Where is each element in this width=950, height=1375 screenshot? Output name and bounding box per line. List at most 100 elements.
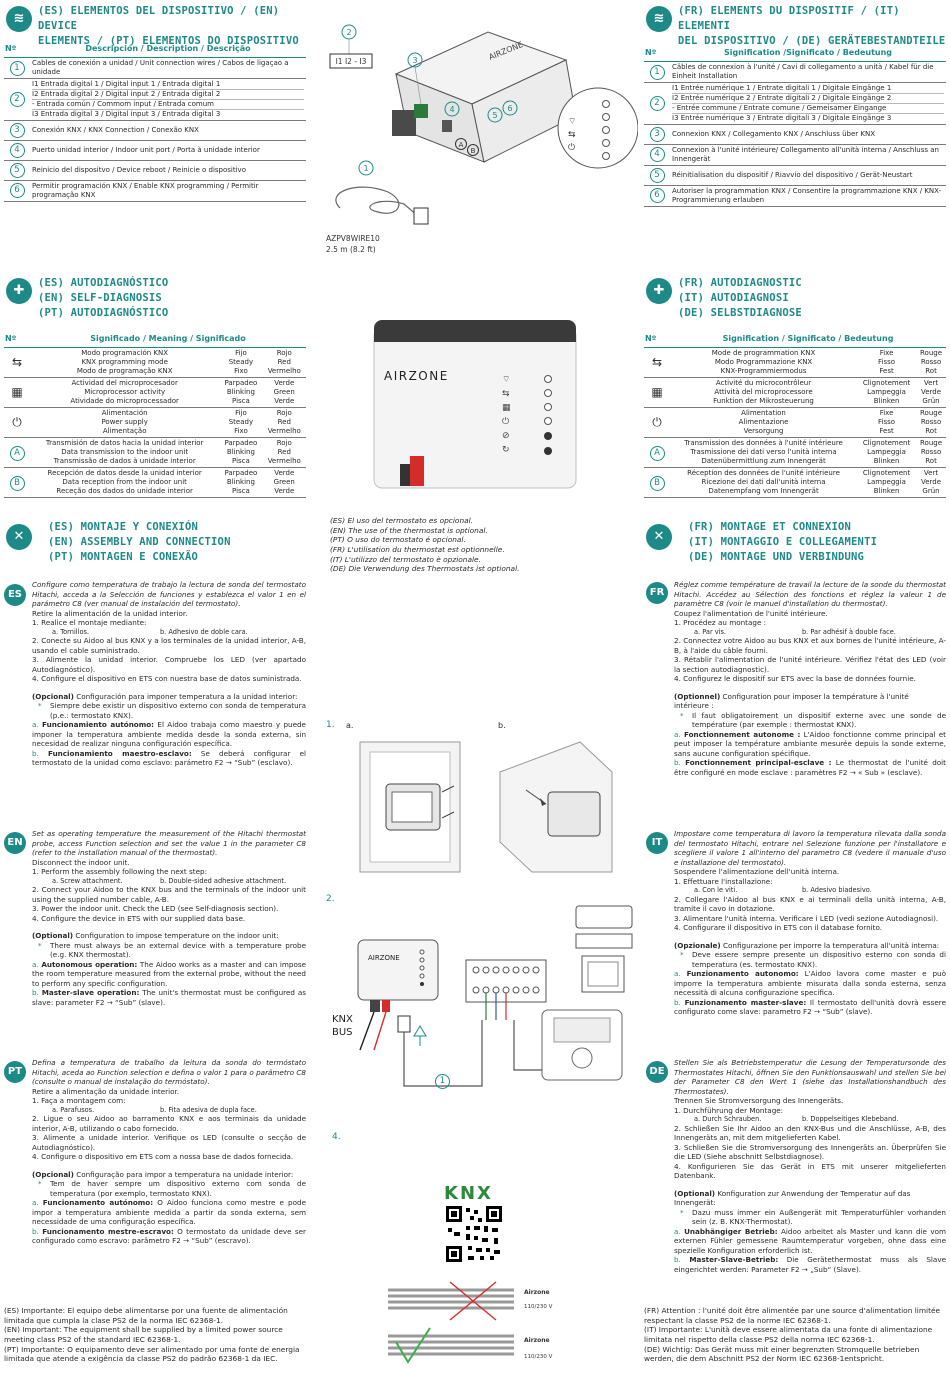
substep-b: b. Par adhésif à double face. <box>802 627 896 636</box>
diag-c: Rot <box>925 456 937 465</box>
bullet: *Dazu muss immer ein Außengerät mit Temp… <box>680 1207 946 1227</box>
elements-fr-table: Nº Signification /Significato / Bedeutun… <box>644 46 946 207</box>
row-number: 2 <box>9 92 25 108</box>
step-text: 3. Alimente la unidad interior. Comprueb… <box>32 655 306 674</box>
row-description: Puerto unidad interior / Indoor unit por… <box>32 145 260 154</box>
substep-a: a. Par vis. <box>694 627 727 636</box>
led-icon: ⏻ <box>12 414 22 429</box>
diag-c: Vert <box>923 379 939 388</box>
led-icon: A <box>9 445 25 461</box>
step-text: 1. Realice el montaje mediante: <box>32 618 147 627</box>
row-description: I3 Entrée numérique 3 / Entrate digitali… <box>672 114 892 122</box>
diag-s: Pisca <box>232 486 250 495</box>
row-description: I1 Entrada digital 1 / Digital input 1 /… <box>32 80 304 91</box>
intro-text: Impostare come temperatura di lavoro la … <box>674 829 946 867</box>
led-icon: ▦ <box>651 384 663 399</box>
option-b: b. Funcionamiento maestro-esclavo: Se de… <box>32 748 306 768</box>
led-icon: A <box>649 445 665 461</box>
option-b: b. Fonctionnement principal-esclave : Le… <box>674 758 946 777</box>
diag-d: KNX-Programmiermodus <box>720 367 807 376</box>
substep-a: a. Tornillos. <box>52 627 90 636</box>
diag-s: Pisca <box>232 397 250 405</box>
table-row: 4 Puerto unidad interior / Indoor unit po… <box>4 140 306 161</box>
diag-d: Funktion der Mikrosteuerung <box>713 397 814 405</box>
diag-d: Transmissão de dados à unidade interior <box>53 456 196 465</box>
optional-heading: (Optional) Configuration to impose tempe… <box>32 931 279 941</box>
diag-c: Verde <box>274 486 295 495</box>
diag-s: Steady <box>228 358 254 367</box>
diag-d: Datenübermittlung zum Innengerät <box>701 456 826 465</box>
diag-c: Rouge <box>920 349 943 358</box>
diag-d: Receção dos dados do unidade interior <box>56 486 193 495</box>
svg-text:⇆: ⇆ <box>502 389 510 399</box>
lang-badge-de: DE <box>646 1061 668 1083</box>
diag-s: Fest <box>879 426 894 435</box>
instructions-fr: Réglez comme température de travail la l… <box>674 580 946 777</box>
step-2-label: 2. <box>326 894 335 904</box>
led-icon: ▦ <box>11 384 23 399</box>
intro-text: Defina a temperatura de trabalho da leit… <box>32 1058 306 1086</box>
instructions-it: Impostare come temperatura di lavoro la … <box>674 829 946 1017</box>
layers-icon: ≋ <box>646 6 672 32</box>
diag-d: Mode de programmation KNX <box>711 349 816 358</box>
row-description: I2 Entrada digital 2 / Digital input 2 /… <box>32 90 304 101</box>
row-number: 4 <box>9 142 25 158</box>
diag-s: Parpadeo <box>224 438 258 447</box>
diag-d: Modo Programmazione KNX <box>714 358 813 367</box>
bullet: *Tem de haver sempre um dispositivo exte… <box>38 1179 306 1198</box>
mount-fr-title: (FR) MONTAGE ET CONNEXION (IT) MONTAGGIO… <box>688 521 878 564</box>
diag-d: Ricezione dei dati dall'unità interna <box>701 477 826 486</box>
step-text: 3. Schließen Sie die Stromversorgung des… <box>674 1142 946 1162</box>
svg-text:5: 5 <box>492 111 497 120</box>
substeps: a. Screw attachment.b. Double-sided adhe… <box>32 877 306 886</box>
row-description: Connexion KNX / Collegamento KNX / Ansch… <box>672 129 876 138</box>
option-a: a. Fonctionnement autonome : L'Aidoo fon… <box>674 729 947 758</box>
diag-s: Fisso <box>878 358 896 367</box>
row-description: Autoriser la programmation KNX / Consent… <box>672 186 942 204</box>
row-description: Réinitialisation du dispositif / Riavvio… <box>672 170 913 179</box>
row-description: - Entrée commune / Entrate comune / Geme… <box>672 104 944 114</box>
led-icon: B <box>9 475 25 491</box>
diag-s: Parpadeo <box>224 379 258 388</box>
row-number: 3 <box>649 126 665 142</box>
power-warning-es-en-pt: (ES) Importante: El equipo debe alimenta… <box>4 1306 300 1364</box>
substeps: a. Durch Schrauben.b. Doppelseitiges Kle… <box>674 1115 946 1124</box>
diag-c: Red <box>277 417 291 426</box>
step-text: 2. Connect your Aidoo to the KNX bus and… <box>32 885 306 904</box>
row-description: Connexion à l'unité intérieure/ Collegam… <box>672 145 939 163</box>
diag-d: Attività del microprocessore <box>714 388 813 397</box>
substep-a: a. Con le viti. <box>694 886 738 894</box>
instructions-en: Set as operating temperature the measure… <box>32 829 306 1007</box>
diagnosis-icon: ✚ <box>646 278 672 304</box>
step-4-label: 4. <box>332 1132 341 1142</box>
diag-d: Alimentation <box>741 408 786 417</box>
knx-bus-label-1: KNX <box>332 1014 353 1025</box>
option-b: b. Funcionamento mestre-escravo: O termo… <box>32 1226 307 1246</box>
mount-es-title: (ES) MONTAJE Y CONEXIÓN (EN) ASSEMBLY AN… <box>48 521 231 564</box>
step-text: 4. Configure the device in ETS with our … <box>32 913 246 923</box>
elements-es-table: Nº Descripción / Description / Descrição… <box>4 42 306 202</box>
diag-s: Fijo <box>235 349 247 358</box>
diag-c: Rojo <box>276 408 292 417</box>
lang-badge-es: ES <box>4 584 26 606</box>
step-1-label: 1. <box>326 720 335 730</box>
row-description: - Entrada común / Commom input / Entrada… <box>32 100 304 110</box>
step-text: 4. Configurare il dispositivo in ETS con… <box>674 923 883 933</box>
optional-heading: (Opzionale) Configurazione per imporre l… <box>674 940 940 950</box>
diag-s: Fest <box>879 367 894 376</box>
device-front-illustration: AIRZONE ⌔ ⇆ ▦ ⏻ ⊘ ↻ <box>373 320 577 489</box>
diag-d: Atividade do microprocessador <box>70 397 179 405</box>
svg-text:6: 6 <box>507 104 512 113</box>
substep-b: b. Double-sided adhesive attachment. <box>160 876 287 885</box>
optional-heading: (Optional) Konfiguration zur Anwendung d… <box>674 1188 911 1208</box>
table-row: 2 I1 Entrada digital 1 / Digital input 1 … <box>4 78 306 121</box>
diag-s: Fixo <box>234 367 248 376</box>
svg-text:⏻: ⏻ <box>568 142 575 153</box>
diag-d: Modo de programação KNX <box>76 367 173 376</box>
svg-text:↻: ↻ <box>502 445 510 455</box>
